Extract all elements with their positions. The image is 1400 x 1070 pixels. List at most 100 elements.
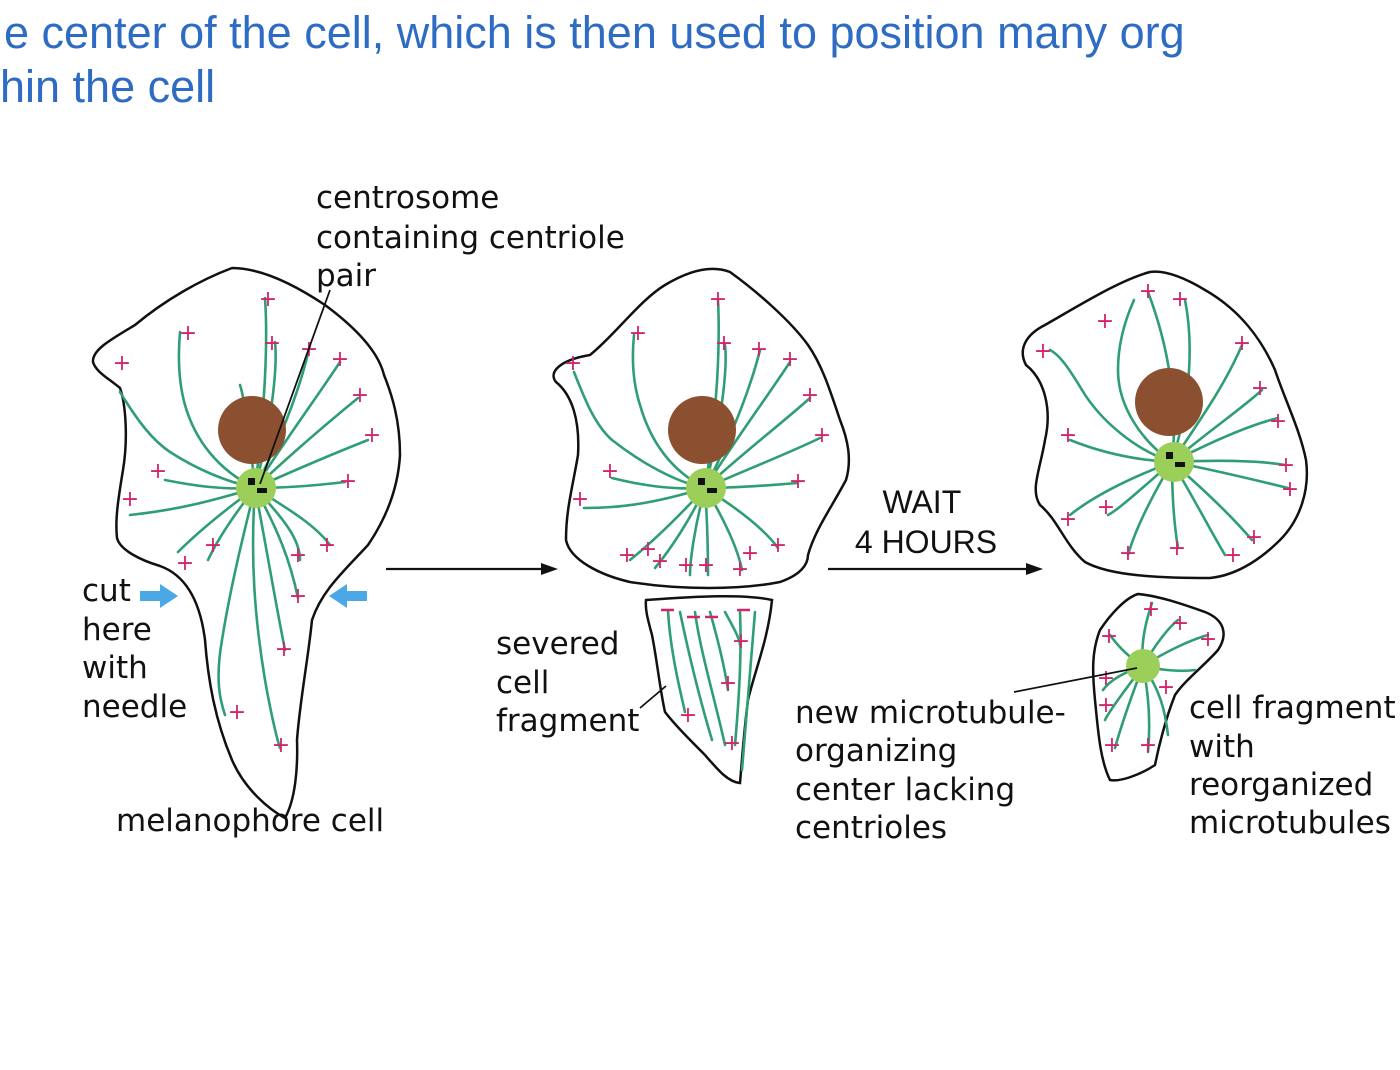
severed-fragment-microtubules xyxy=(666,608,757,772)
slide-text-line-2: hin the cell xyxy=(0,61,216,112)
new-mtoc xyxy=(1126,649,1160,683)
svg-text:+: + xyxy=(149,459,167,484)
cut-arrow-right xyxy=(329,584,367,608)
mtoc-leader-line xyxy=(1013,667,1138,693)
microtubule-organization-diagram: + + + + + + + + + + + + + + + + + + + ce… xyxy=(82,180,1400,846)
svg-text:+: + xyxy=(318,533,336,558)
svg-text:+: + xyxy=(1097,495,1115,520)
svg-text:+: + xyxy=(263,331,281,356)
svg-text:+: + xyxy=(1171,287,1189,312)
cut-here-label: cut here with needle xyxy=(82,573,187,725)
svg-text:+: + xyxy=(275,637,293,662)
severed-fragment-label: severed cell fragment xyxy=(496,626,639,739)
svg-text:+: + xyxy=(732,629,750,654)
svg-text:+: + xyxy=(1034,339,1052,364)
melanophore-cell: + + + + + + + + + + + + + + + + + + + xyxy=(91,266,402,820)
svg-text:+: + xyxy=(1103,733,1121,758)
svg-text:+: + xyxy=(629,321,647,346)
svg-text:+: + xyxy=(697,553,715,578)
svg-text:+: + xyxy=(1251,376,1269,401)
svg-text:+: + xyxy=(781,347,799,372)
plus-ends-fragment: + + + + xyxy=(679,629,750,756)
svg-text:+: + xyxy=(272,733,290,758)
svg-text:+: + xyxy=(677,553,695,578)
severed-leader-line xyxy=(639,685,667,709)
svg-text:+: + xyxy=(1059,423,1077,448)
svg-text:+: + xyxy=(769,533,787,558)
svg-text:+: + xyxy=(1100,624,1118,649)
svg-text:+: + xyxy=(801,383,819,408)
svg-text:+: + xyxy=(789,469,807,494)
svg-text:+: + xyxy=(1096,309,1114,334)
svg-text:+: + xyxy=(204,533,222,558)
melanophore-cell-label: melanophore cell xyxy=(116,803,384,839)
centriole-pair-2 xyxy=(698,478,717,493)
svg-text:+: + xyxy=(259,287,277,312)
svg-text:+: + xyxy=(1119,541,1137,566)
svg-text:+: + xyxy=(1269,409,1287,434)
centriole-pair-1 xyxy=(248,478,267,493)
svg-text:+: + xyxy=(719,671,737,696)
svg-text:+: + xyxy=(723,731,741,756)
svg-text:+: + xyxy=(289,584,307,609)
nucleus-3 xyxy=(1135,368,1203,436)
centrosome-3 xyxy=(1154,442,1194,482)
svg-text:+: + xyxy=(1157,675,1175,700)
svg-text:+: + xyxy=(339,469,357,494)
svg-text:+: + xyxy=(1171,611,1189,636)
svg-text:+: + xyxy=(1059,507,1077,532)
svg-text:+: + xyxy=(1277,453,1295,478)
svg-text:+: + xyxy=(1199,627,1217,652)
svg-text:+: + xyxy=(750,337,768,362)
svg-text:+: + xyxy=(113,351,131,376)
svg-text:+: + xyxy=(1139,279,1157,304)
svg-text:+: + xyxy=(228,700,246,725)
cut-arrow-left xyxy=(140,584,178,608)
centriole-pair-3 xyxy=(1166,452,1185,467)
cell-fragment-label: cell fragment with reorganized microtubu… xyxy=(1189,690,1400,841)
svg-text:+: + xyxy=(1281,477,1299,502)
svg-text:+: + xyxy=(363,423,381,448)
nucleus-2 xyxy=(668,396,736,464)
svg-text:+: + xyxy=(651,549,669,574)
svg-text:+: + xyxy=(121,487,139,512)
svg-text:+: + xyxy=(351,383,369,408)
cut-cell: + + + + + + + + + + + + + + + + + + + xyxy=(552,267,851,590)
wait-label: WAIT 4 HOURS xyxy=(855,484,997,560)
svg-text:+: + xyxy=(1224,543,1242,568)
svg-text:+: + xyxy=(715,331,733,356)
plus-ends-3: + + + + + + + + + + + + + + + + xyxy=(1034,279,1299,568)
svg-text:+: + xyxy=(1142,597,1160,622)
melanophore-cell-membrane xyxy=(91,266,402,820)
svg-text:+: + xyxy=(176,551,194,576)
centrosome-1 xyxy=(236,468,276,508)
svg-text:+: + xyxy=(731,557,749,582)
svg-text:+: + xyxy=(1097,666,1115,691)
plus-ends-2: + + + + + + + + + + + + + + + + + + + xyxy=(564,287,831,582)
nucleus-1 xyxy=(218,396,286,464)
svg-text:+: + xyxy=(1233,331,1251,356)
centrosome-leader-line xyxy=(259,289,331,485)
svg-text:+: + xyxy=(679,703,697,728)
plus-ends-1: + + + + + + + + + + + + + + + + + + + xyxy=(113,287,381,758)
centrosome-label: centrosome containing centriole pair xyxy=(316,180,635,294)
svg-text:+: + xyxy=(813,423,831,448)
svg-text:+: + xyxy=(179,321,197,346)
centrosome-2 xyxy=(686,468,726,508)
minus-ends xyxy=(661,608,750,619)
plus-ends-4: + + + + + + + + + xyxy=(1097,597,1217,758)
svg-text:+: + xyxy=(571,487,589,512)
svg-text:+: + xyxy=(709,287,727,312)
reorganized-fragment: + + + + + + + + + xyxy=(1091,592,1225,782)
svg-text:+: + xyxy=(741,541,759,566)
svg-text:+: + xyxy=(1168,536,1186,561)
svg-text:+: + xyxy=(639,537,657,562)
svg-text:+: + xyxy=(1139,733,1157,758)
svg-text:+: + xyxy=(289,543,307,568)
svg-text:+: + xyxy=(601,459,619,484)
svg-text:+: + xyxy=(1097,693,1115,718)
svg-text:+: + xyxy=(331,347,349,372)
process-arrow-1 xyxy=(386,563,558,575)
svg-text:+: + xyxy=(1245,525,1263,550)
process-arrow-2 xyxy=(828,563,1043,575)
